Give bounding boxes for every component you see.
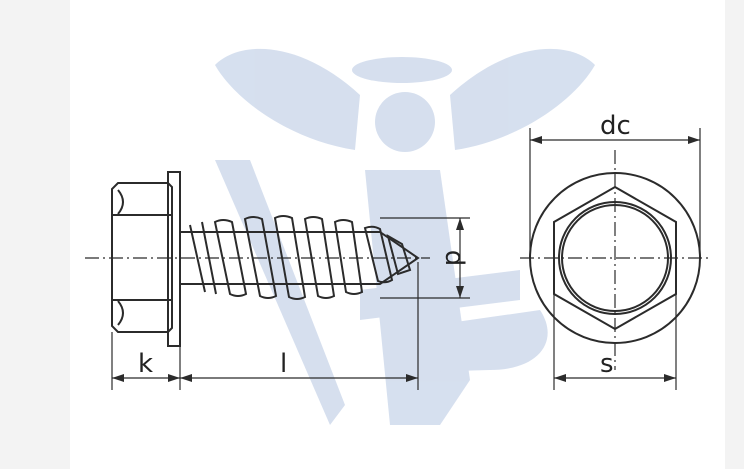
dim-label-dc: dc bbox=[600, 111, 631, 141]
angel-logo-watermark bbox=[215, 48, 595, 425]
dim-label-l: l bbox=[280, 349, 287, 379]
dim-label-k: k bbox=[138, 349, 153, 379]
dimension-lines bbox=[111, 128, 701, 390]
screw-head-side bbox=[111, 171, 181, 347]
screw-thread-side bbox=[180, 215, 420, 300]
dim-label-s: s bbox=[600, 349, 614, 379]
dim-label-d: d bbox=[439, 250, 469, 267]
